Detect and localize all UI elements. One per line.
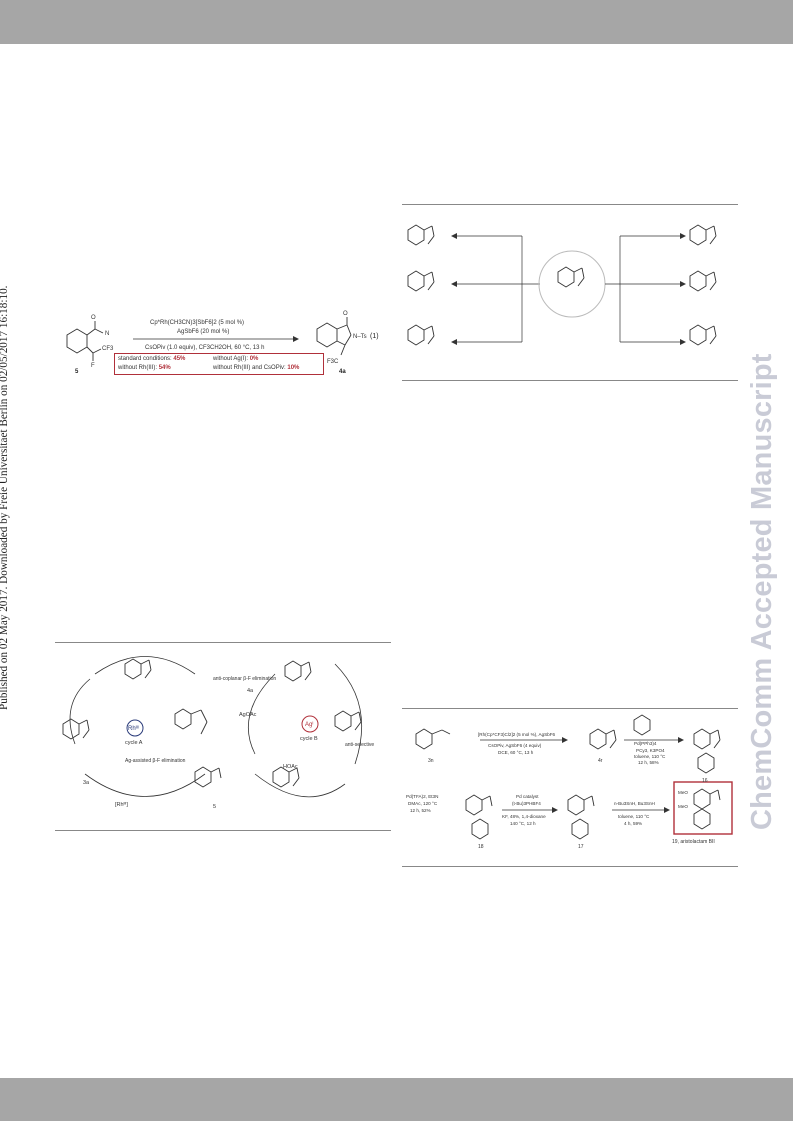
svg-text:N: N — [105, 331, 109, 337]
condition-without-rh-cspiv: without Rh(III) and CsOPiv: 10% — [213, 365, 300, 371]
step4-top: Pd catalyst — [516, 794, 539, 799]
mechanism-scheme: Rhᴵᴵᴵ cycle A Agᴵ cycle B 3a [Rhᴵᴵᴵ] 5 4… — [55, 644, 391, 828]
right-products — [689, 224, 717, 346]
equation-number: (1) — [370, 333, 379, 340]
label-18: 18 — [478, 844, 484, 850]
mechanism-top-rule — [55, 642, 391, 643]
label-17: 17 — [578, 844, 584, 850]
scheme-right-top-rule — [402, 204, 738, 205]
label-anti-selective: anti-selective — [345, 742, 374, 748]
synthesis-scheme: [Rh(Cp*CF3)Cl2]2 (5 mol %), AgSbF6 CsOPi… — [402, 710, 738, 864]
step3-bot: DMAc, 120 °C — [408, 801, 438, 806]
step4-bot: KF, 48%, 1,4-dioxane — [502, 814, 546, 819]
derivatization-scheme — [402, 206, 738, 378]
step2-bot1: PCy3, K3PO4 — [636, 748, 665, 753]
product-4a-structure — [316, 317, 352, 356]
label-agoac: AgOAc — [239, 712, 257, 718]
step2-bot3: 12 h, 58% — [638, 760, 659, 765]
ag-cycle-marker — [301, 715, 319, 733]
step3-top: Pd(TFA)2, Et3N — [406, 794, 438, 799]
substrate-5-structure — [66, 321, 104, 361]
step5-bot: toluene, 110 °C — [618, 814, 650, 819]
svg-text:F3C: F3C — [327, 359, 339, 365]
label-rh-catalyst: [Rhᴵᴵᴵ] — [115, 801, 128, 808]
condition-standard: standard conditions: 45% — [118, 356, 186, 362]
meo-label-2: MeO — [678, 804, 688, 809]
ag-cycle-label: cycle B — [300, 736, 318, 742]
center-substrate-circle — [538, 250, 606, 318]
label-hoac: HOAc — [283, 764, 298, 770]
label-ag-assisted: Ag-assisted β-F elimination — [125, 758, 186, 764]
label-16: 16 — [702, 778, 708, 784]
mech-structures — [62, 658, 362, 788]
synthesis-svg: [Rh(Cp*CF3)Cl2]2 (5 mol %), AgSbF6 CsOPi… — [406, 714, 733, 850]
control-experiments-box: standard conditions: 45% without Rh(III)… — [114, 353, 324, 375]
meo-label-1: MeO — [678, 790, 688, 795]
step2-reagent: Pd(PPh3)4 — [634, 741, 657, 746]
label-4r: 4r — [598, 758, 603, 764]
label-4a: 4a — [247, 688, 254, 694]
rh-cycle-label: cycle A — [125, 740, 143, 746]
product-4a-label: 4a — [339, 369, 346, 375]
svg-text:O: O — [91, 315, 96, 321]
equation-svg: N O F CF3 5 Cp*Rh(CH3CN)3[SbF6]2 (5 mol … — [66, 311, 379, 375]
condition-without-ag: without Ag(I): 0% — [213, 356, 259, 362]
svg-text:CF3: CF3 — [102, 346, 114, 352]
mechanism-svg: Rhᴵᴵᴵ cycle A Agᴵ cycle B 3a [Rhᴵᴵᴵ] 5 4… — [62, 656, 374, 810]
publication-note-text: Published on 02 May 2017. Downloaded by … — [0, 285, 10, 710]
watermark-text: ChemComm Accepted Manuscript — [746, 353, 778, 830]
svg-text:N–Ts: N–Ts — [353, 334, 367, 340]
step1-bot: DCE, 60 °C, 13 h — [498, 750, 534, 755]
synthesis-structures — [415, 714, 721, 840]
label-anti-beta-f: anti-coplanar β-F elimination — [213, 676, 276, 682]
step5-top: n-Bu3SnH, Bu3SnH — [614, 801, 655, 806]
reagent-line-1: Cp*Rh(CH3CN)3[SbF6]2 (5 mol %) — [150, 320, 244, 326]
synthesis-bottom-rule — [402, 866, 738, 867]
label-3n: 3n — [428, 758, 434, 764]
reagent-line-2: AgSbF6 (20 mol %) — [177, 329, 229, 335]
synthesis-arrows — [480, 739, 678, 811]
target-box — [673, 781, 733, 835]
top-banner — [0, 0, 793, 44]
step1-top: [Rh(Cp*CF3)Cl2]2 (5 mol %), AgSbF6 — [478, 732, 556, 737]
step4-bot2: 140 °C, 12 h — [510, 821, 536, 826]
mechanism-bottom-rule — [55, 830, 391, 831]
cycle-b-arrows — [248, 663, 363, 798]
bottom-banner — [0, 1078, 793, 1121]
rh-cycle-text: Rhᴵᴵᴵ — [128, 725, 139, 732]
svg-text:O: O — [343, 311, 348, 317]
left-products — [407, 224, 435, 346]
left-arrows — [457, 235, 540, 343]
step5-bot2: 4 h, 59% — [624, 821, 642, 826]
label-19: 19, aristolactam BII — [672, 839, 715, 845]
derivatization-svg — [407, 224, 717, 346]
center-substrate — [557, 266, 585, 288]
cycle-a-arrows — [69, 656, 206, 797]
substrate-5-label: 5 — [75, 369, 79, 375]
label-3a: 3a — [83, 780, 90, 786]
step4-mid: (t-Bu)3PHBF4 — [512, 801, 541, 806]
scheme-right-bottom-rule — [402, 380, 738, 381]
svg-text:F: F — [91, 363, 95, 369]
reagent-line-3: CsOPiv (1.0 equiv), CF3CH2OH, 60 °C, 13 … — [145, 345, 264, 351]
right-arrows — [605, 235, 680, 343]
rh-cycle-marker — [126, 719, 144, 737]
step3-bot2: 12 h, 52% — [410, 808, 431, 813]
condition-without-rh: without Rh(III): 54% — [118, 365, 171, 371]
label-5: 5 — [213, 804, 216, 810]
equation-figure: N O F CF3 5 Cp*Rh(CH3CN)3[SbF6]2 (5 mol … — [55, 305, 385, 380]
synthesis-top-rule — [402, 708, 738, 709]
step2-bot2: toluene, 110 °C — [634, 754, 666, 759]
step1-mid: CsOPiv, AgSbF6 (4 equiv) — [488, 743, 542, 748]
ag-cycle-text: Agᴵ — [305, 721, 313, 728]
